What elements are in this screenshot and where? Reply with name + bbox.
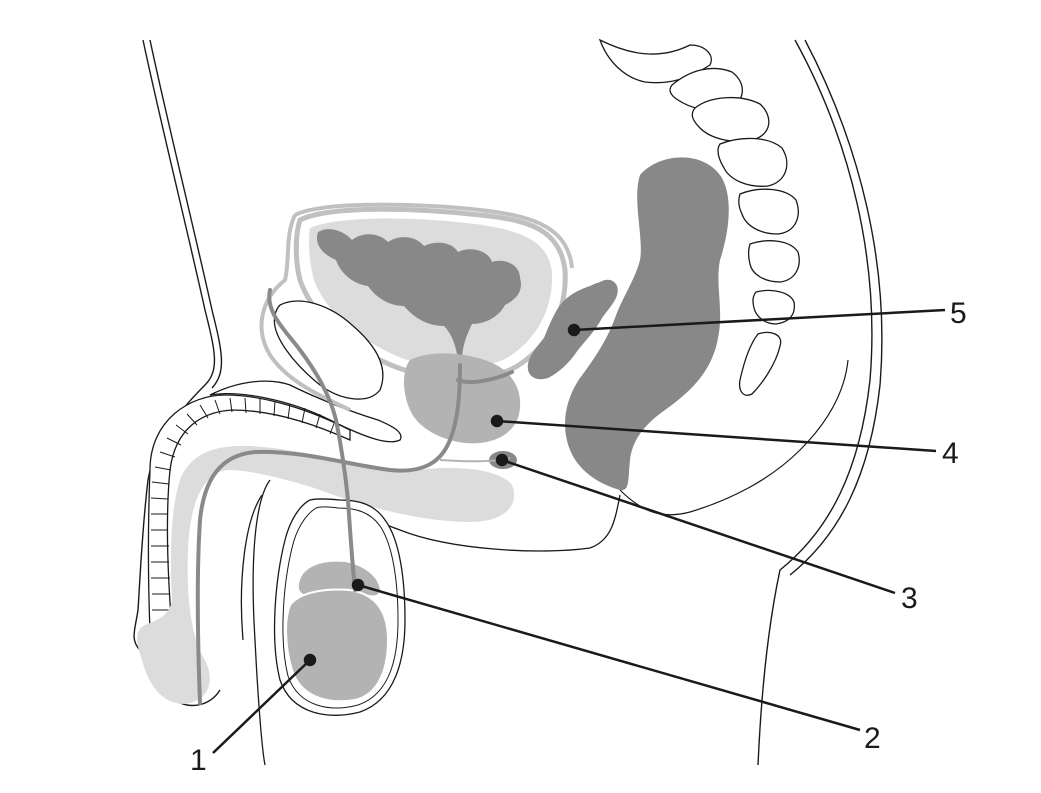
callout-label-5: 5	[950, 297, 967, 330]
callout-3-leader	[495, 453, 896, 595]
callout-label-4: 4	[942, 437, 959, 470]
back-outline	[757, 39, 883, 766]
bladder-wall	[293, 206, 568, 382]
callout-4-leader	[490, 414, 937, 453]
callout-leaders	[212, 308, 946, 754]
sacral-vertebrae	[598, 38, 800, 396]
prostate	[404, 353, 521, 444]
callout-label-2: 2	[864, 722, 881, 755]
callout-5-leader	[567, 308, 946, 337]
callout-label-1: 1	[190, 744, 207, 777]
callout-label-3: 3	[901, 582, 918, 615]
rectum	[565, 157, 729, 491]
testis	[285, 588, 390, 703]
bladder-lumen	[316, 229, 521, 360]
peritoneum-line	[259, 202, 574, 412]
callout-2-leader	[351, 578, 861, 732]
corpus-spongiosum	[137, 445, 515, 704]
ducts	[195, 288, 514, 705]
callout-1-leader	[212, 653, 317, 754]
